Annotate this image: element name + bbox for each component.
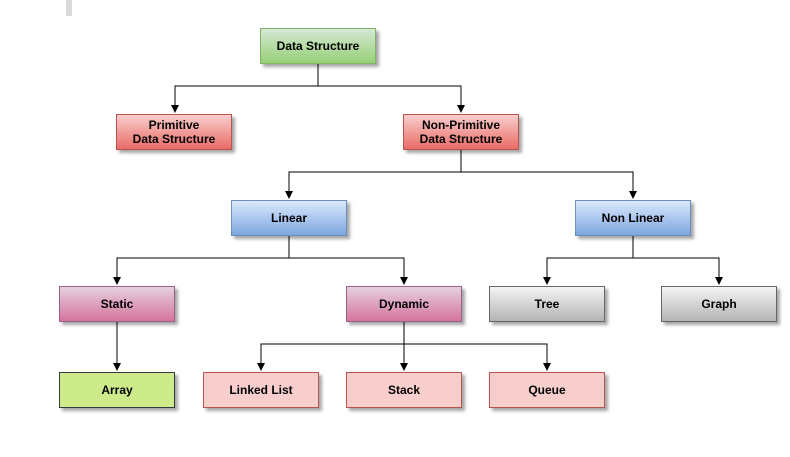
node-queue: Queue xyxy=(489,372,605,408)
edge-nonprimitive-nonlinear xyxy=(461,171,637,199)
node-linked-list: Linked List xyxy=(203,372,319,408)
node-static: Static xyxy=(59,286,175,322)
node-stack: Stack xyxy=(346,372,462,408)
node-array: Array xyxy=(59,372,175,408)
edge-linear-dynamic xyxy=(289,257,408,285)
node-linear: Linear xyxy=(231,200,347,236)
edge-nonlinear-tree xyxy=(543,236,634,285)
left-edge-marker xyxy=(66,0,72,16)
node-non-primitive-data-structure: Non-Primitive Data Structure xyxy=(403,114,519,150)
node-data-structure: Data Structure xyxy=(260,28,376,64)
edge-root-nonprimitive xyxy=(318,85,465,113)
node-graph: Graph xyxy=(661,286,777,322)
node-tree: Tree xyxy=(489,286,605,322)
edge-nonlinear-graph xyxy=(633,257,723,285)
edge-dynamic-linkedlist xyxy=(257,322,405,371)
node-non-linear: Non Linear xyxy=(575,200,691,236)
edge-dynamic-queue xyxy=(404,343,551,371)
node-dynamic: Dynamic xyxy=(346,286,462,322)
edge-linear-static xyxy=(113,236,290,285)
edge-nonprimitive-linear xyxy=(285,150,462,199)
node-primitive-data-structure: Primitive Data Structure xyxy=(116,114,232,150)
edge-root-primitive xyxy=(171,64,319,113)
